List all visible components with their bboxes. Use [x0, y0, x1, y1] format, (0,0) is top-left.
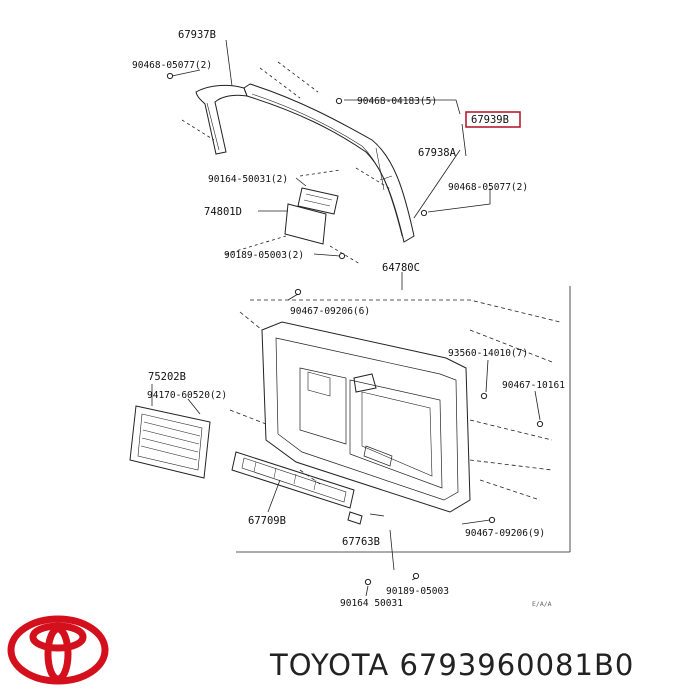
label-90467-10161: 90467-10161 — [502, 380, 565, 391]
label-67763b: 67763B — [342, 536, 380, 548]
label-90164-50031-a: 90164-50031(2) — [208, 174, 288, 185]
label-93560-14010: 93560-14010(7) — [448, 348, 528, 359]
label-90189-05003-a: 90189-05003(2) — [224, 250, 304, 261]
part-labels: 67937B 90468-05077(2) 90468-04183(5) 679… — [132, 29, 565, 609]
garnish-67709b — [231, 451, 355, 509]
label-90467-09206-b: 90467-09206(9) — [465, 528, 545, 539]
garnish-67938a — [243, 83, 415, 243]
label-90189-05003-b: 90189-05003 — [386, 586, 449, 597]
label-74801d: 74801D — [204, 206, 242, 218]
drawing-code: E/A/A — [532, 600, 552, 608]
label-90467-09206-a: 90467-09206(6) — [290, 306, 370, 317]
door-trim-board — [229, 286, 571, 586]
highlight-box-67939b — [465, 111, 521, 128]
board-outline — [261, 321, 471, 513]
label-90468-05077-a: 90468-05077(2) — [132, 60, 212, 71]
label-67937b: 67937B — [178, 29, 216, 41]
label-64780c: 64780C — [382, 262, 420, 274]
panel-74801d — [284, 203, 327, 245]
label-90468-04183: 90468-04183(5) — [357, 96, 437, 107]
part-number: 6793960081B0 — [399, 648, 635, 682]
label-67939b: 67939B — [471, 114, 509, 126]
garnish-67937b — [195, 84, 248, 155]
toyota-logo-icon — [7, 615, 109, 685]
label-90468-05077-b: 90468-05077(2) — [448, 182, 528, 193]
pocket-75202b — [129, 405, 211, 479]
label-90164-50031-b: 90164 50031 — [340, 598, 403, 609]
footer-caption: TOYOTA 6793960081B0 — [270, 640, 698, 690]
leader-lines — [151, 39, 541, 597]
brand-name: TOYOTA — [270, 648, 390, 682]
label-94170-60520: 94170-60520(2) — [147, 390, 227, 401]
label-67709b: 67709B — [248, 515, 286, 527]
label-75202b: 75202B — [148, 371, 186, 383]
label-67938a: 67938A — [418, 147, 457, 159]
upper-trim-assembly — [166, 61, 428, 265]
